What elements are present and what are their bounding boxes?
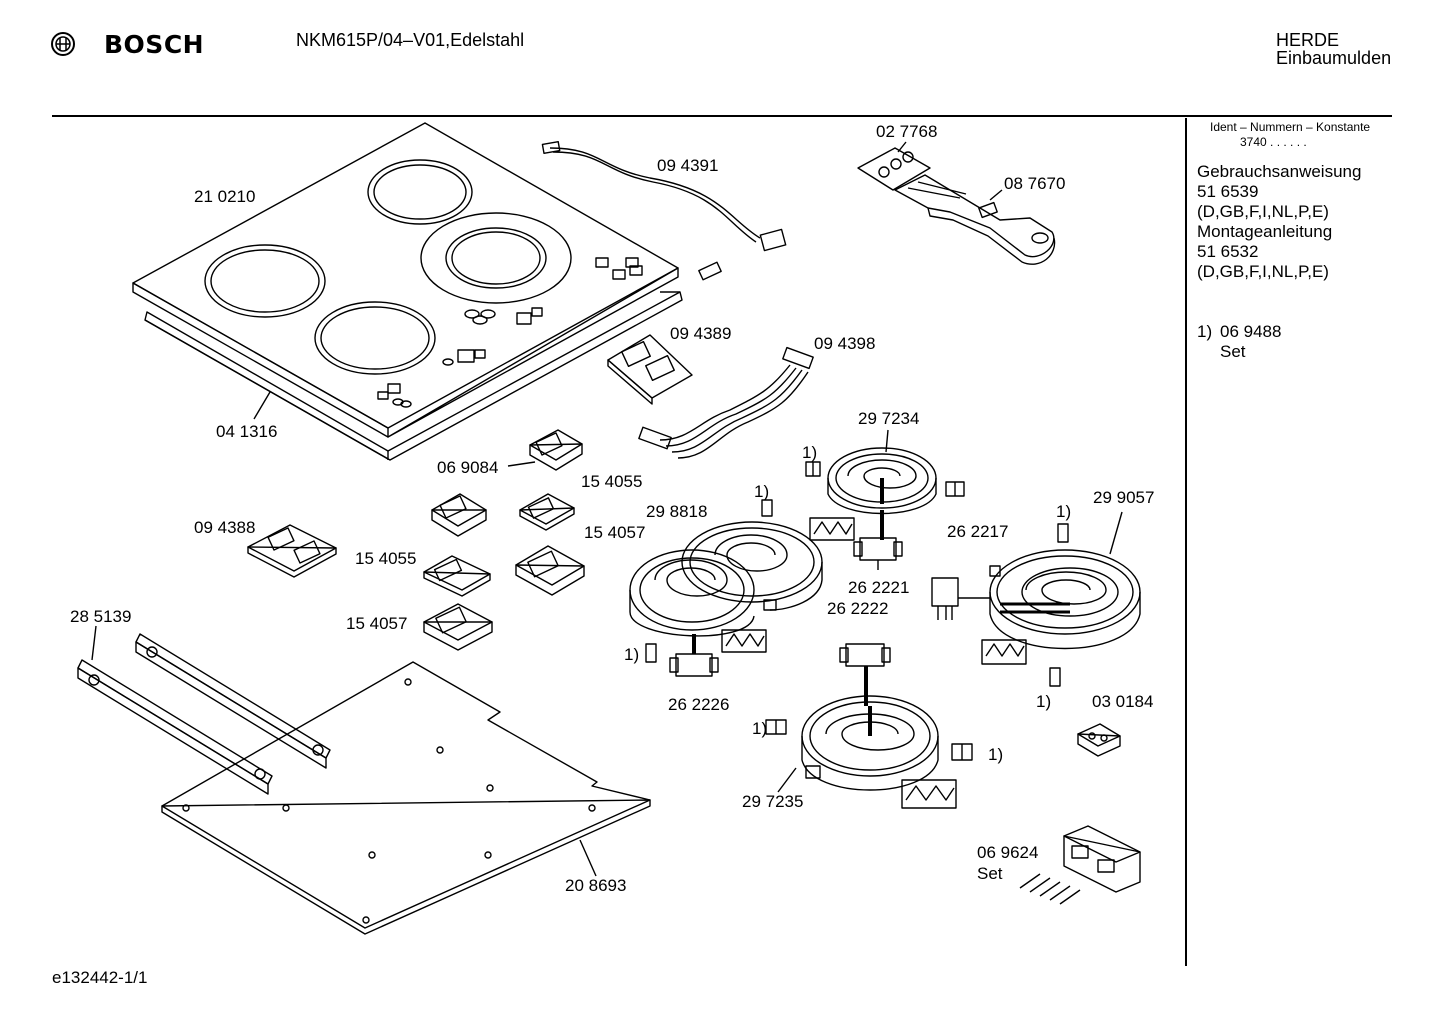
knob-label-plate <box>857 147 931 191</box>
switch-262217 <box>931 577 990 620</box>
leader-069084 <box>507 461 536 467</box>
cover-154057-b <box>423 603 493 651</box>
leader-297235 <box>777 767 797 793</box>
heater-297235 <box>801 695 939 791</box>
part-label: 15 4057 <box>346 614 408 633</box>
heating-element-symbols <box>721 517 1027 809</box>
cable-094391 <box>541 140 787 281</box>
part-label: 09 4388 <box>194 518 256 537</box>
part-label: 26 2222 <box>827 599 889 618</box>
cover-154057-a <box>515 545 585 596</box>
leader-041316 <box>253 391 271 420</box>
model-title: NKM615P/04–V01,Edelstahl <box>296 30 525 50</box>
heater-298818 <box>629 521 823 637</box>
part-label: Set <box>977 864 1003 883</box>
part-label: 09 4398 <box>814 334 876 353</box>
part-label: 02 7768 <box>876 122 938 141</box>
sidebar-line: 51 6539 <box>1197 182 1259 201</box>
sidebar-line: Gebrauchsanweisung <box>1197 162 1362 181</box>
part-label: 15 4057 <box>584 523 646 542</box>
footnote-marker: 1) <box>1056 502 1072 521</box>
part-label: 21 0210 <box>194 187 256 206</box>
category-label: HERDE <box>1276 30 1340 50</box>
part-label: 09 4391 <box>657 156 719 175</box>
cover-154055-a <box>519 493 575 531</box>
part-label: 29 7235 <box>742 792 804 811</box>
control-board-094388 <box>247 524 337 578</box>
part-label: 08 7670 <box>1004 174 1066 193</box>
ribbon-cable-094398 <box>638 346 814 459</box>
limiter-262221 <box>853 537 903 570</box>
part-label: 29 7234 <box>858 409 920 428</box>
part-label: 29 8818 <box>646 502 708 521</box>
leader-299057 <box>1109 511 1123 555</box>
switch-module-069084 <box>431 429 583 537</box>
brand-name: BOSCH <box>104 30 205 59</box>
part-label: 26 2226 <box>668 695 730 714</box>
footnote-marker: 1) <box>752 719 768 738</box>
leader-285139 <box>91 625 97 661</box>
part-label: 06 9084 <box>437 458 499 477</box>
part-label: 09 4389 <box>670 324 732 343</box>
note-marker: 1) <box>1197 322 1213 341</box>
sidebar-line: 51 6532 <box>1197 242 1259 261</box>
connector-set-069624 <box>1019 825 1141 905</box>
footnote-marker: 1) <box>624 645 640 664</box>
part-label: 26 2217 <box>947 522 1009 541</box>
base-plate <box>161 661 651 935</box>
part-label: 06 9624 <box>977 843 1039 862</box>
part-label: 04 1316 <box>216 422 278 441</box>
footnote-marker: 1) <box>1036 692 1052 711</box>
cover-154055-b <box>423 555 491 597</box>
control-board-094389 <box>607 334 693 405</box>
part-label: 29 9057 <box>1093 488 1155 507</box>
leader-208693 <box>579 839 597 877</box>
document-id: e132442-1/1 <box>52 968 148 987</box>
note-number: 06 9488 <box>1220 322 1282 341</box>
part-label: 26 2221 <box>848 578 910 597</box>
ident-value: 3740 . . . . . . <box>1240 135 1307 149</box>
frame-seal <box>144 291 683 461</box>
heater-297234 <box>827 447 937 540</box>
bosch-logo-icon <box>51 32 75 56</box>
leader-027768 <box>897 141 907 153</box>
note-text: Set <box>1220 342 1246 361</box>
limiter-262222 <box>839 643 891 706</box>
sidebar-line: (D,GB,F,I,NL,P,E) <box>1197 262 1329 281</box>
footnote-marker: 1) <box>988 745 1004 764</box>
scraper-tool <box>894 174 1056 265</box>
part-label: 20 8693 <box>565 876 627 895</box>
footnote-marker: 1) <box>754 482 770 501</box>
leader-297234 <box>885 429 889 453</box>
part-label: 03 0184 <box>1092 692 1154 711</box>
mounting-rails <box>77 633 331 795</box>
footnote-parts <box>645 461 1069 761</box>
subcategory-label: Einbaumulden <box>1276 48 1392 68</box>
ident-title: Ident – Nummern – Konstante <box>1210 120 1371 134</box>
leader-087670 <box>989 189 1003 201</box>
footnote-marker: 1) <box>802 443 818 462</box>
sidebar-line: Montageanleitung <box>1197 222 1333 241</box>
part-label: 15 4055 <box>355 549 417 568</box>
ceramic-glass-top <box>132 122 679 438</box>
terminal-030184 <box>1077 723 1121 757</box>
part-label: 28 5139 <box>70 607 132 626</box>
sidebar-line: (D,GB,F,I,NL,P,E) <box>1197 202 1329 221</box>
heater-299057 <box>989 549 1141 650</box>
part-label: 15 4055 <box>581 472 643 491</box>
limiter-262226 <box>669 634 719 677</box>
